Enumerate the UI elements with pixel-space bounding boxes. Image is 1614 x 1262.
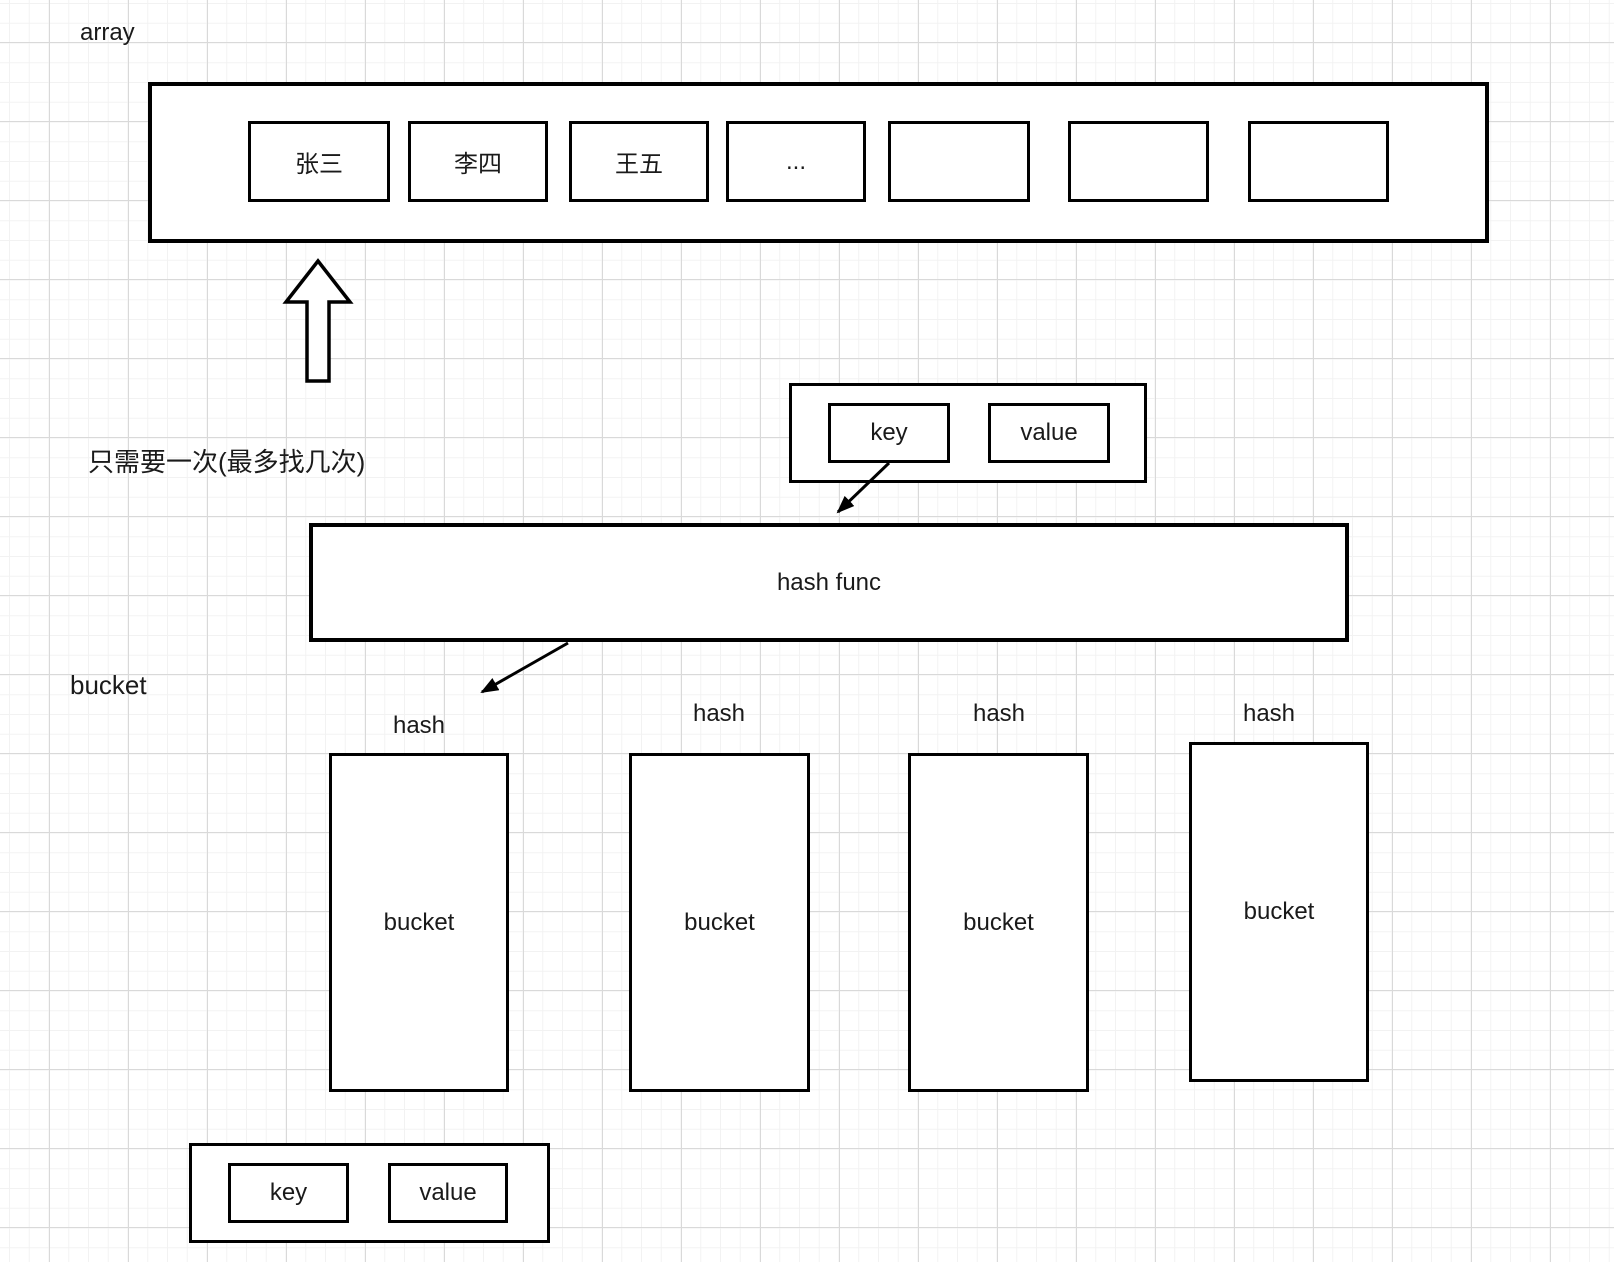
bucket-box: bucket xyxy=(908,753,1089,1092)
bucket-box: bucket xyxy=(629,753,810,1092)
arrow-key-to-hash-func-icon xyxy=(836,461,891,514)
array-cell xyxy=(1068,121,1209,202)
bucket-section-label: bucket xyxy=(70,670,147,700)
value-box-bottom: value xyxy=(388,1163,508,1223)
bucket-box: bucket xyxy=(1189,742,1369,1082)
array-cell: 王五 xyxy=(569,121,709,202)
array-cell: 张三 xyxy=(248,121,390,202)
hash-label: hash xyxy=(1242,700,1296,727)
array-cell: ... xyxy=(726,121,866,202)
array-cell: 李四 xyxy=(408,121,548,202)
hash-label: hash xyxy=(392,712,446,739)
array-cell xyxy=(1248,121,1389,202)
hash-label: hash xyxy=(692,700,746,727)
array-cell xyxy=(888,121,1030,202)
note-text: 只需要一次(最多找几次) xyxy=(88,447,366,477)
key-box-bottom: key xyxy=(228,1163,349,1223)
bucket-box: bucket xyxy=(329,753,509,1092)
hash-func-box: hash func xyxy=(309,523,1349,642)
up-arrow-icon xyxy=(282,258,354,383)
value-box-top: value xyxy=(988,403,1110,463)
arrow-hash-func-to-bucket-icon xyxy=(480,641,569,694)
array-label: array xyxy=(80,19,135,46)
hash-label: hash xyxy=(972,700,1026,727)
key-box-top: key xyxy=(828,403,950,463)
